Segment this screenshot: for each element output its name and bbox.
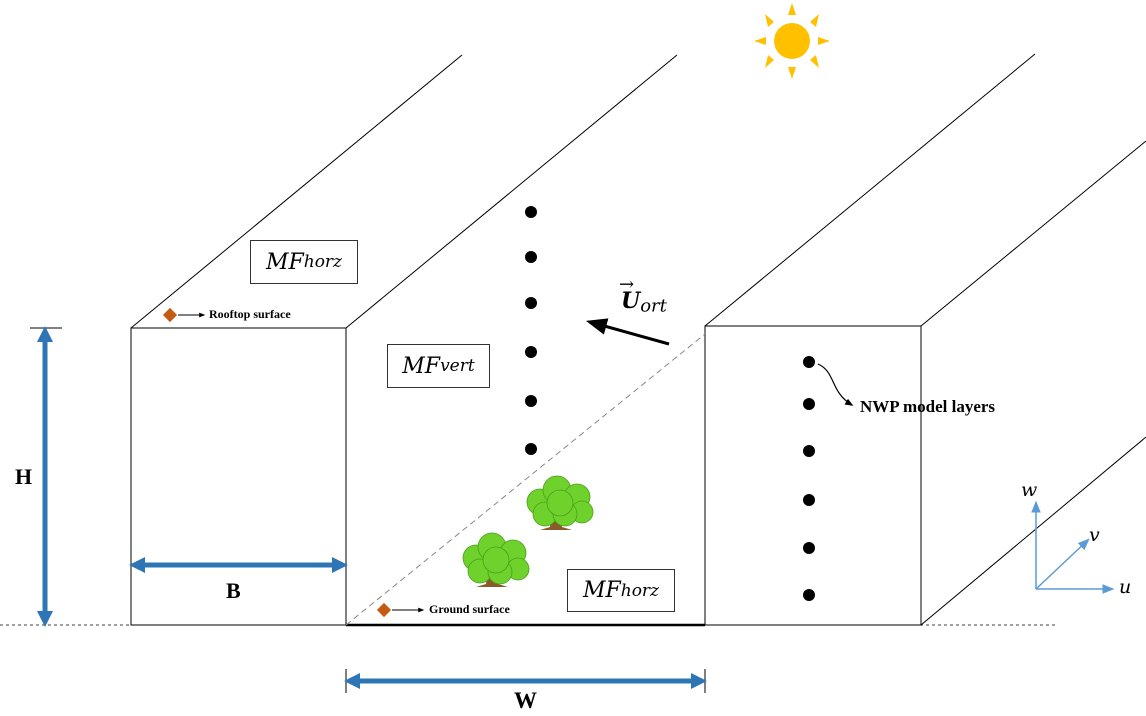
axis-u-label: u [1119,576,1132,598]
mf-ground-base: MF [582,578,621,603]
height-label: H [15,464,33,489]
ground-surface-label: Ground surface [429,602,510,616]
wind-sub: ort [640,295,667,317]
ground-marker [376,602,425,618]
left-building [130,54,678,626]
mf-ground-sub: horz [620,580,660,601]
mf-roof-base: MF [265,249,304,275]
vector-arrow-icon: → [619,274,635,295]
wind-vector-symbol: →U [619,274,641,314]
axis-w-label: w [1021,479,1038,501]
diamond-marker-icon [162,307,178,323]
wind-arrow [585,318,670,346]
mf-vertical-sub: vert [440,356,475,376]
nwp-layer-dots [803,356,815,601]
rooftop-marker [162,307,206,323]
street-width-dimension [343,669,708,693]
sun-icon [754,3,830,79]
tree-icon [526,475,594,530]
right-building [704,53,1146,626]
axis-v-label: v [1089,524,1100,546]
mf-roof-sub: horz [303,252,343,272]
wind-vector-label: →Uort [619,274,667,317]
building-width-label: B [226,578,241,603]
nwp-pointer-arrow [817,363,854,406]
coordinate-axes [1031,500,1115,594]
tree-icon [462,532,530,587]
height-dimension [30,325,62,628]
rooftop-surface-label: Rooftop surface [209,307,291,321]
mf-vertical-base: MF [402,353,441,379]
canyon-diagonal [345,333,706,626]
nwp-layers-label: NWP model layers [860,397,996,416]
wind-base: U [621,288,641,314]
canyon-layer-dots [525,206,537,455]
diamond-marker-icon [376,602,392,618]
street-width-label: W [514,688,537,713]
